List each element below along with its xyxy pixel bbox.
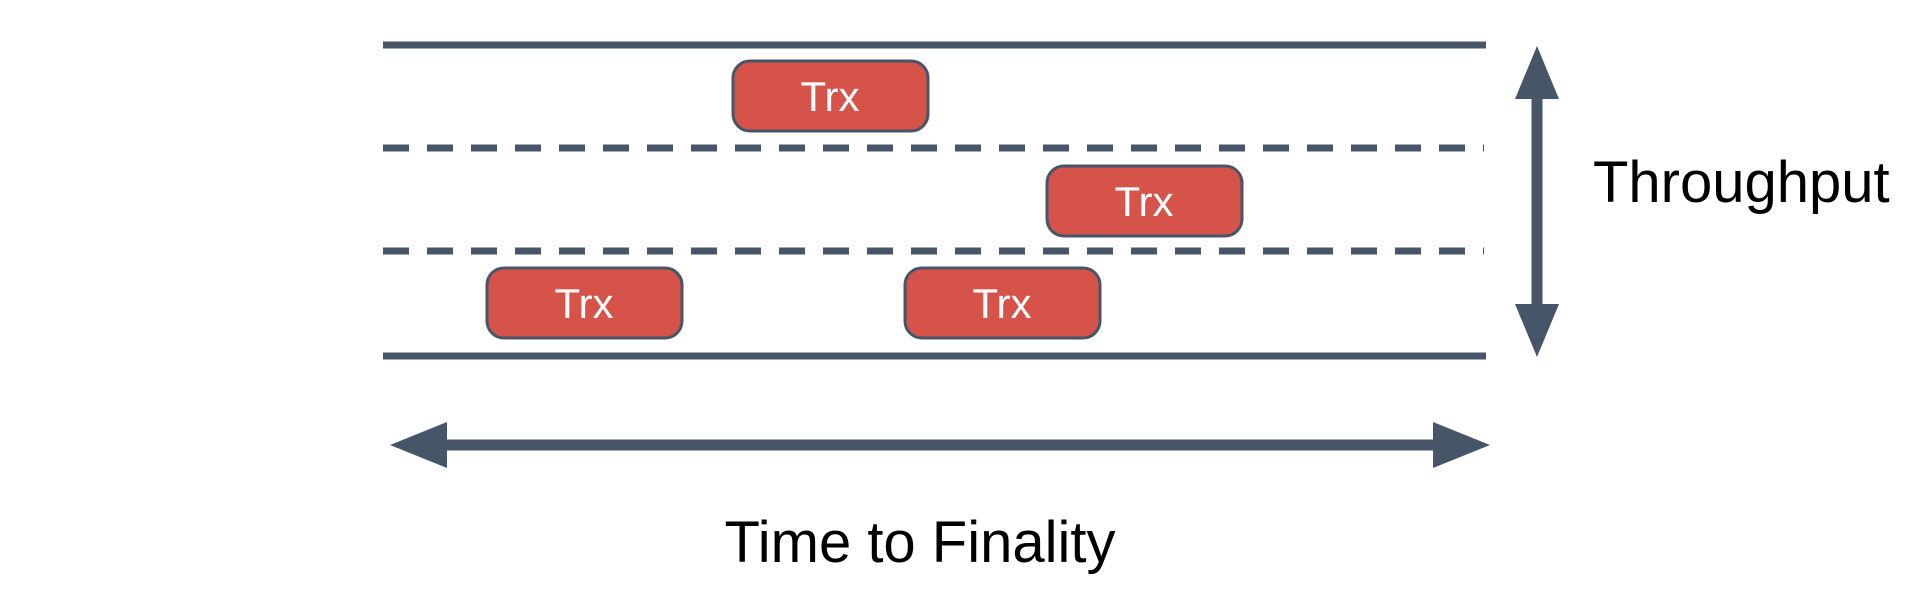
trx-box-label: Trx	[554, 280, 613, 327]
trx-box-bottom-lane-right: Trx	[903, 266, 1102, 340]
trx-box-rect	[1045, 164, 1244, 238]
arrow-head-right-icon	[1433, 422, 1490, 468]
trx-box-rect	[903, 266, 1102, 340]
time-to-finality-axis-label: Time to Finality	[724, 510, 1115, 575]
trx-box-label: Trx	[972, 280, 1031, 327]
trx-box-rect	[731, 59, 930, 133]
throughput-axis-label: Throughput	[1593, 150, 1890, 215]
trx-box-top-lane: Trx	[731, 59, 930, 133]
arrow-head-down-icon	[1515, 304, 1559, 357]
throughput-double-arrow-icon	[1515, 46, 1559, 357]
time-to-finality-double-arrow-icon	[390, 422, 1490, 468]
trx-box-bottom-lane-left: Trx	[485, 266, 684, 340]
trx-box-rect	[485, 266, 684, 340]
arrow-head-left-icon	[390, 422, 447, 468]
arrow-head-up-icon	[1515, 46, 1559, 99]
trx-box-middle-lane: Trx	[1045, 164, 1244, 238]
trx-box-label: Trx	[1114, 178, 1173, 225]
trx-box-label: Trx	[800, 73, 859, 120]
